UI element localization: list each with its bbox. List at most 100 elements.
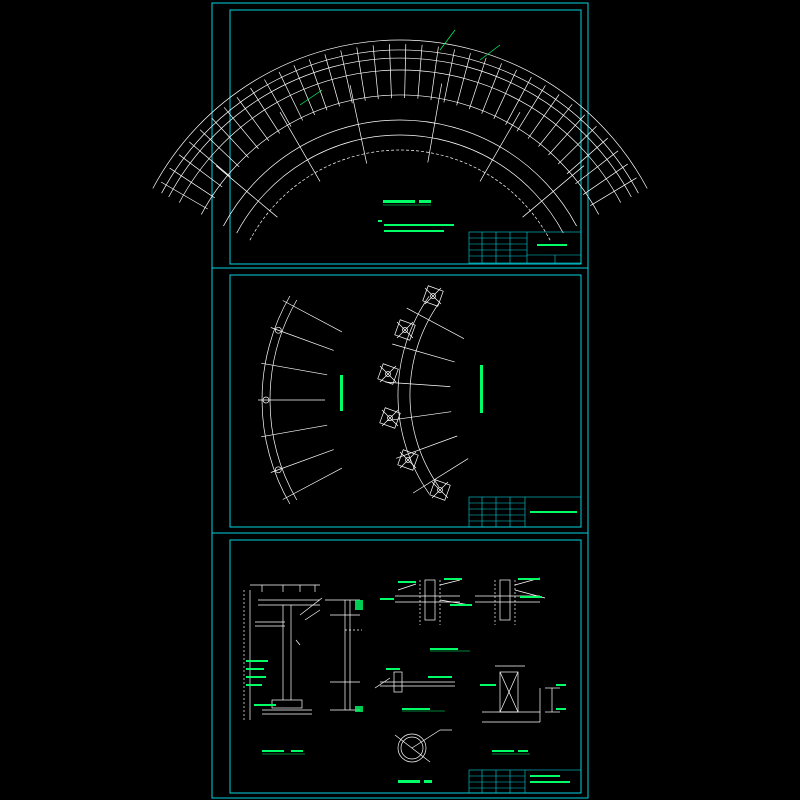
sheet-3-title-block (468, 769, 582, 794)
pergola-slat (160, 181, 208, 210)
sheet-1-outer-frame (211, 2, 589, 269)
radial-guide (479, 112, 521, 182)
purlin-connection-detail (374, 671, 455, 693)
pergola-slat (236, 97, 270, 142)
pergola-slat (566, 137, 608, 175)
pergola-slat (308, 59, 328, 111)
pergola-slat (575, 150, 619, 185)
foundation-radial (261, 362, 328, 376)
plan-arc (200, 94, 600, 215)
plan-arc (161, 49, 639, 194)
column-pad (422, 285, 444, 307)
pergola-slat (340, 50, 353, 104)
column-radial (406, 307, 465, 340)
pergola-slat (417, 44, 423, 99)
foundation-arc-plan (258, 295, 343, 505)
column-pad (397, 449, 419, 471)
pergola-slat (468, 57, 487, 110)
pergola-slat (557, 125, 597, 165)
pergola-slat (481, 63, 502, 114)
plan-arc (223, 119, 577, 227)
plan-arc (236, 134, 564, 234)
radial-guide (427, 83, 443, 163)
foundation-radial (270, 327, 334, 351)
radial-guide (279, 112, 321, 182)
pergola-plan (152, 29, 648, 241)
column-radial (386, 411, 452, 422)
foundation-radial (261, 424, 328, 438)
pergola-plan-title (383, 200, 431, 206)
foundation-radial (282, 467, 343, 500)
pergola-slat (389, 44, 392, 99)
sheet-2-title-block (468, 496, 582, 528)
sheet-3-outer-frame (211, 532, 589, 799)
leader-line (479, 44, 501, 61)
pergola-slat (199, 129, 240, 168)
pergola-slat (430, 46, 439, 101)
pergola-slat (250, 87, 280, 134)
pergola-slat (493, 69, 517, 119)
radial-guide (349, 85, 368, 164)
beam-node-callouts (380, 578, 542, 652)
sheet-3-inner-frame (229, 539, 582, 794)
pergola-slat (505, 77, 532, 125)
pergola-slat (372, 45, 379, 100)
radial-guide (215, 165, 278, 218)
pergola-slat (278, 71, 304, 121)
sheet-2-inner-frame (229, 274, 582, 528)
pergola-plan-notes (378, 220, 454, 232)
pergola-slat (356, 47, 366, 101)
pergola-slat (456, 53, 471, 106)
pipe-section-detail (394, 729, 452, 763)
pipe-section-title (398, 780, 432, 783)
plan-arc (168, 57, 632, 198)
pergola-slat (223, 107, 259, 150)
leader-line (299, 89, 323, 106)
plan-arc (152, 39, 648, 189)
pergola-slat (516, 85, 546, 132)
pergola-slat (583, 163, 628, 195)
pergola-slat (211, 117, 249, 158)
column-radial (412, 458, 469, 494)
sheet-1-title-block (468, 231, 582, 264)
sheet-3 (211, 532, 589, 799)
footing-marker (274, 466, 282, 474)
column-pad (429, 479, 451, 501)
purlin-connection-callouts (386, 668, 452, 712)
pergola-slat (404, 44, 407, 99)
pergola-slat (527, 94, 560, 139)
section-1-1-detail (243, 584, 323, 720)
leader-line (439, 29, 456, 51)
column-radial (396, 435, 458, 459)
plan-arc (178, 69, 622, 203)
pergola-slat (548, 114, 585, 156)
column-radial (385, 381, 451, 387)
pergola-slat (538, 104, 573, 147)
sheet-2-outer-frame (211, 267, 589, 534)
foundation-radial (282, 300, 343, 333)
column-pad (394, 319, 416, 341)
section-2-2-callouts (480, 684, 566, 755)
column-pad (377, 363, 399, 385)
column-pad (379, 407, 401, 429)
footing-marker (274, 326, 282, 334)
pergola-slat (178, 154, 223, 188)
beam-node-detail-b (475, 577, 546, 625)
column-arc-line (397, 296, 430, 494)
pergola-slat (293, 65, 316, 116)
sheet-2 (211, 267, 589, 534)
section-1-1-callouts (246, 660, 305, 755)
foundation-radial (270, 449, 334, 473)
column-elevation (325, 599, 363, 712)
sheet-1 (152, 2, 648, 269)
plan-arc (249, 149, 551, 241)
radial-guide (522, 165, 585, 218)
column-arc-title (480, 365, 483, 413)
column-arc-plan (377, 285, 469, 501)
pergola-slat (324, 54, 340, 107)
pergola-slat (443, 49, 455, 103)
pergola-slat (590, 177, 637, 206)
foundation-arc-title (340, 375, 343, 411)
pergola-slat (188, 141, 231, 177)
pergola-slat (264, 79, 292, 127)
